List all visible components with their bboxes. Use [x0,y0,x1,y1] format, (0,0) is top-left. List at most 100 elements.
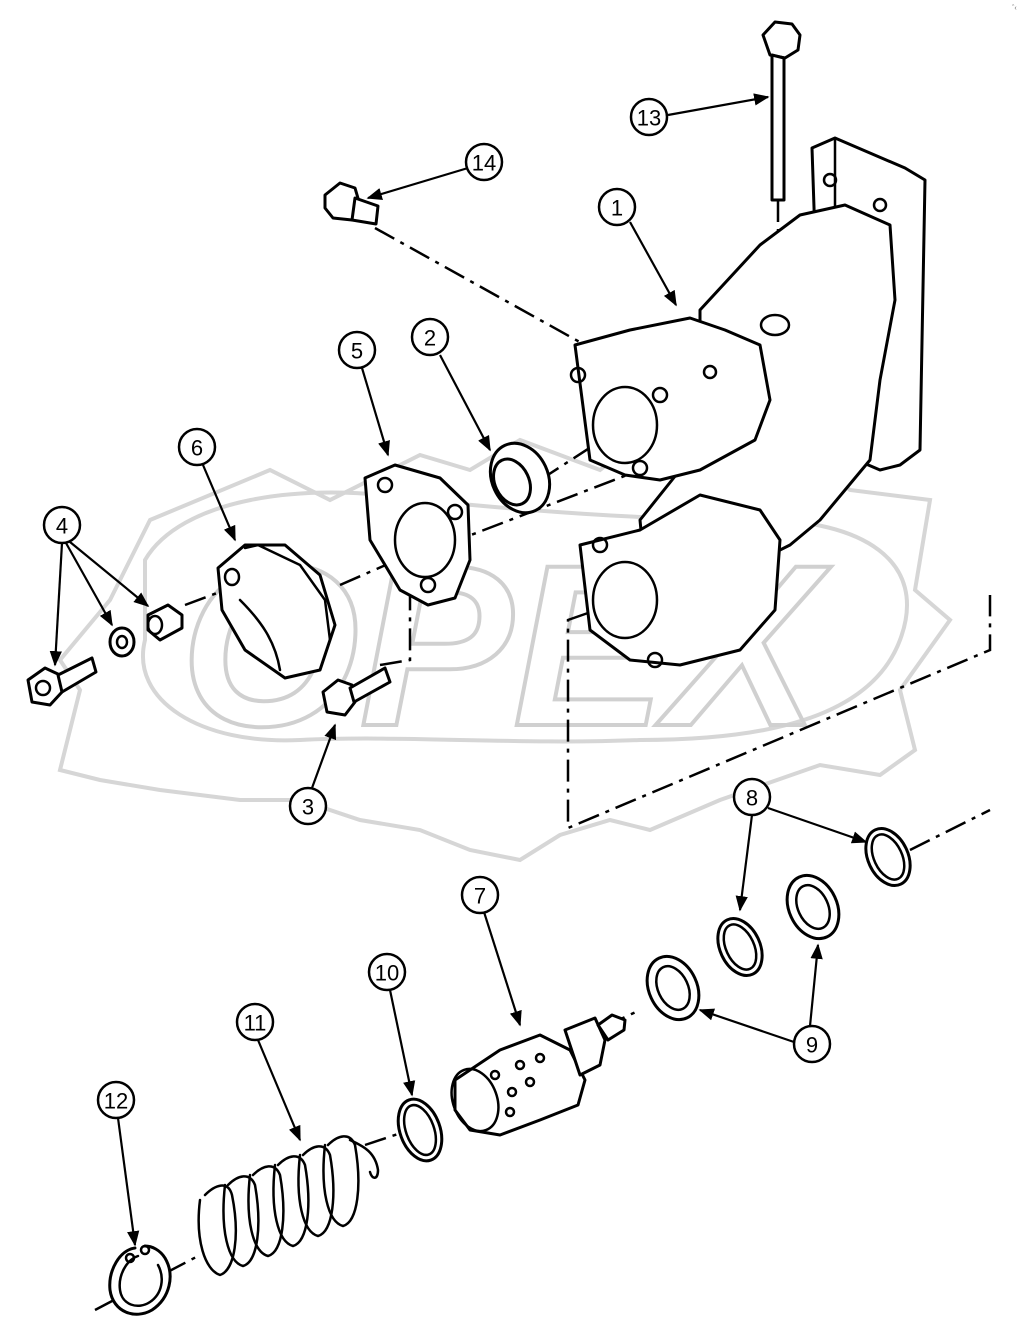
leader-11 [256,1039,302,1142]
leader-3 [310,723,337,789]
callout-label: 11 [244,1011,267,1036]
callout-10: 10 [367,952,407,992]
long-bolt-shank [770,53,786,202]
leader-8a [735,814,754,912]
callout-circle [460,875,500,915]
leader-12 [116,1117,140,1247]
spool-port [506,1086,518,1098]
circlip-lug [139,1244,151,1256]
spool-port [534,1052,546,1064]
bolt-14-shank [350,196,380,226]
o-ring-10 [396,1097,444,1163]
axis-line-10 [364,1128,411,1147]
rings-8 [716,827,912,977]
spool-port [514,1059,526,1071]
flange-bolt-hole [822,172,838,188]
leader-lines [49,93,868,1247]
cover-6 [216,543,337,680]
long-bolt [761,20,802,202]
callout-2: 2 [410,317,450,357]
callout-label: 12 [104,1089,128,1114]
upper-flange-hole [631,459,649,477]
seal-2 [488,441,552,515]
gasket-5 [363,463,472,607]
washer-9-upper [785,873,841,941]
callout-label: 6 [191,436,203,461]
washer [108,626,136,658]
leader-5 [360,367,390,457]
cap-screw-shank [56,656,98,694]
callout-circle [367,952,407,992]
callouts: 1 2 3 4 5 6 7 8 [42,97,832,1120]
gasket-hole [376,476,394,494]
o-ring-inner [402,1103,438,1157]
valve-housing [569,136,927,669]
callout-circle [337,330,377,370]
leader-14 [366,166,469,200]
callout-13: 13 [629,97,669,137]
washer-hole [115,634,129,650]
callout-circle [629,97,669,137]
washer-9-lower-bore [655,964,691,1012]
o-ring-outer [396,1097,444,1163]
callout-12: 12 [96,1080,136,1120]
circlip-12 [108,1244,172,1316]
circlip-lug [124,1252,136,1264]
leader-4a [49,542,64,667]
axis-line-8 [909,808,991,852]
gasket-bore [393,501,457,579]
lower-flange-hole [591,536,609,554]
corner-mark: ˆ‹ [1012,5,1017,12]
spool-body [453,1033,587,1137]
gasket-hole [446,503,464,521]
spring-coil [272,1155,310,1248]
leader-6 [201,464,237,542]
washers-9 [645,873,841,1022]
ring-8-inner-inner [722,923,758,971]
callout-9: 9 [792,1024,832,1064]
spool-tip [596,1013,627,1042]
leader-4b [65,542,113,627]
leader-2 [439,354,491,452]
spring-coil [322,1135,360,1228]
callout-circle [96,1080,136,1120]
spring-coil [297,1145,335,1238]
spring-end-coil [197,1184,238,1277]
spool-port [489,1069,501,1081]
screw-3-shank [348,666,392,704]
ring-8-inner [716,917,764,977]
cap-screw-head [26,666,64,707]
cover-outline [216,543,337,680]
spool-port [504,1106,516,1118]
upper-flange-hole [569,366,587,384]
ring-8-outer-inner [870,833,906,881]
leader-13 [667,93,770,117]
callout-circle [235,1002,275,1042]
callout-label: 9 [806,1033,818,1058]
leader-9b [698,1008,795,1044]
upper-flange-hole [651,386,669,404]
spool-7 [450,1013,627,1137]
callout-circle [464,142,504,182]
callout-label: 14 [472,151,496,176]
long-bolt-head [761,20,802,60]
spring-coil [222,1175,260,1268]
washer-9-upper-bore [795,883,831,931]
leader-8b [767,806,868,844]
watermark-gear-outline [57,427,953,863]
spacer-hole [146,614,164,636]
callout-circle [42,505,82,545]
callout-8: 8 [732,777,772,817]
callout-label: 10 [375,961,399,986]
leader-10 [388,989,416,1097]
leader-7 [482,911,522,1027]
callout-label: 4 [56,514,68,539]
callout-6: 6 [177,427,217,467]
bolt-14 [323,181,380,226]
cap-screw-socket [34,679,52,697]
spool-neck [563,1016,607,1077]
leader-1 [629,221,677,307]
cover-bolt-hole [223,567,241,587]
callout-label: 2 [424,326,436,351]
spring-11 [197,1135,380,1277]
